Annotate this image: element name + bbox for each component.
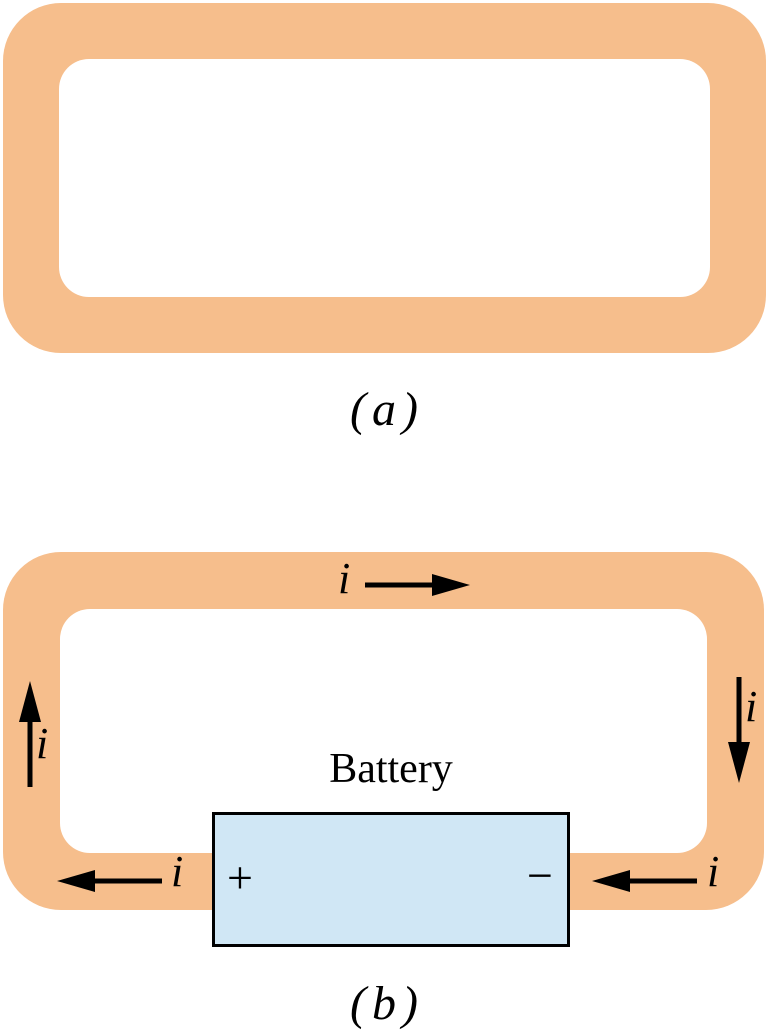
copper-loop-b (3, 552, 764, 910)
current-label-bottom-right: i (707, 847, 720, 896)
current-arrow-left-icon (592, 870, 697, 892)
battery-negative-terminal: − (527, 850, 553, 901)
current-arrow-right-icon (365, 574, 470, 596)
current-label-left: i (36, 719, 49, 768)
copper-loop-a (3, 3, 766, 353)
current-label-bottom-left: i (171, 847, 184, 896)
current-arrow-left-icon (57, 870, 162, 892)
current-arrow-up-icon (19, 681, 41, 787)
current-label-right: i (745, 682, 758, 731)
battery-box: + − (212, 812, 570, 947)
current-label-top: i (338, 554, 351, 603)
battery-positive-terminal: + (227, 852, 253, 903)
panel-a-caption: (a) (350, 383, 424, 436)
panel-b-caption: (b) (350, 977, 424, 1030)
battery-label: Battery (329, 746, 453, 792)
current-arrow-down-icon (728, 677, 750, 783)
copper-loop-a-hole (59, 59, 710, 297)
